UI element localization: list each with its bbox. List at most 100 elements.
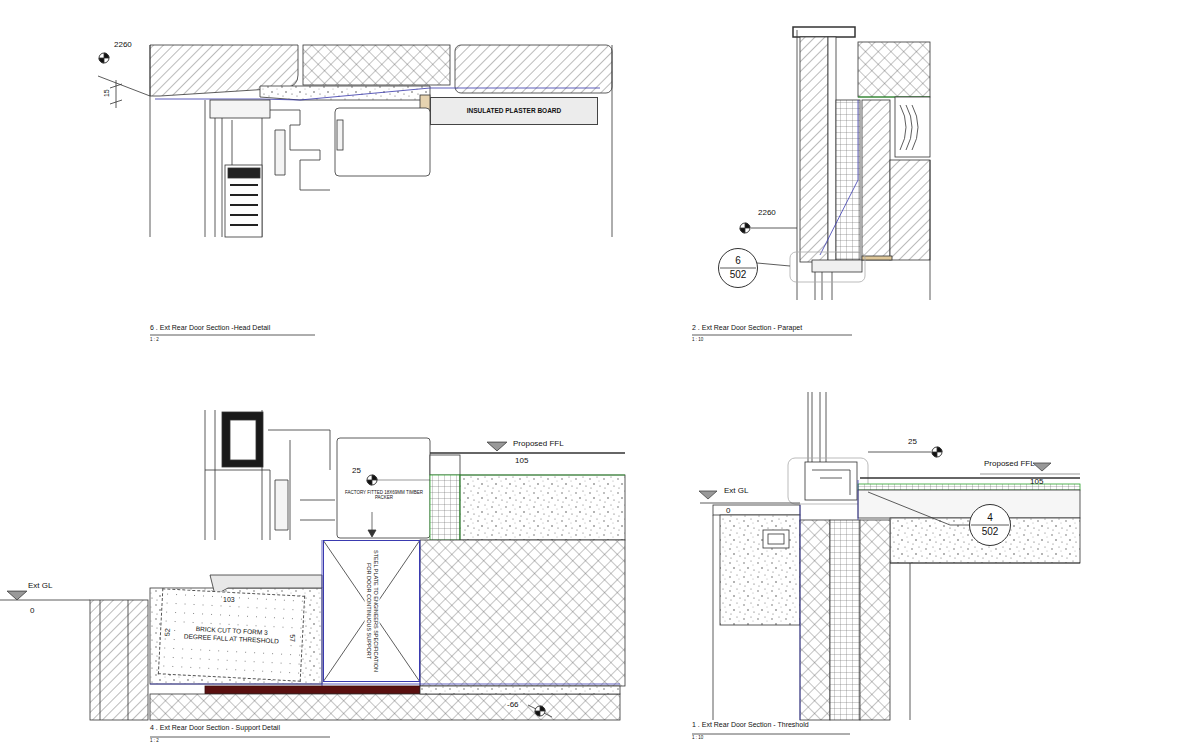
threshold-detail-part [980,474,1080,475]
parapet-detail-part [740,223,750,233]
parapet-detail-part [895,97,930,157]
support-detail-part [430,452,625,454]
material-box: INSULATED PLASTER BOARD [430,97,598,125]
support-detail-part [90,600,148,720]
head-detail-part [455,45,612,93]
dimension: 52 [163,627,172,637]
support-detail-part [337,438,430,538]
threshold-detail-part [808,392,826,462]
support-detail-part [205,686,420,694]
callout-number: 502 [719,269,757,286]
threshold-detail-part [713,515,1080,720]
parapet-detail-part [692,335,852,336]
threshold-detail-part [788,458,868,504]
callout-number: 4 [970,506,1010,524]
threshold-detail-part [699,491,717,499]
level-value: 25 [352,466,361,476]
dimension: 103 [222,596,236,604]
support-detail-part [0,600,90,601]
note-text: FACTORY FITTED 18X69MM TIMBER PACKER [345,490,423,501]
dimension: 57 [287,633,296,643]
parapet-detail-part [820,100,858,255]
parapet-detail [692,27,930,335]
parapet-detail-part [836,100,860,260]
level-value: 2260 [758,208,776,218]
callout-number: 502 [970,526,1010,544]
note-text: BRICK CUT TO FORM 3 DEGREE FALL AT THRES… [179,623,285,646]
note-text: INSULATED PLASTER BOARD [467,107,562,115]
head-detail [98,45,612,335]
support-detail-part [275,480,288,530]
parapet-detail-part [828,37,836,262]
level-value: 0 [30,606,34,616]
head-detail-part [215,118,262,237]
level-value: 0 [726,506,730,516]
support-detail-part [7,591,27,600]
support-detail [0,410,625,737]
level-name: Proposed FFL [984,459,1035,469]
head-detail-part [225,165,262,237]
level-name: Ext GL [724,486,748,496]
support-detail-part [460,475,625,540]
parapet-detail-part [751,228,797,229]
note-text: STEEL PLATE TO ENGINEERS SPECIFICATION F… [364,548,379,674]
head-detail-part [99,53,109,63]
head-detail-part [260,86,430,100]
callout-divider [720,268,756,269]
scale: 1 : 2 [150,738,159,743]
parapet-detail-part [812,260,862,272]
head-detail-part [337,120,343,150]
level-value: 25 [908,437,917,447]
caption: 6 . Ext Rear Door Section -Head Detail [150,324,270,332]
scale: 1 : 2 [150,337,159,342]
support-detail-part [372,480,430,481]
scale: 1 : 10 [692,337,703,342]
callout-number: 6 [719,250,757,267]
support-detail-part [222,412,263,467]
head-detail-part [275,130,285,175]
threshold-detail-part [830,520,860,720]
threshold-detail-part [860,520,890,720]
threshold-detail [692,392,1080,734]
threshold-detail-part [868,492,969,525]
steel-plate-box: STEEL PLATE TO ENGINEERS SPECIFICATION F… [323,540,420,682]
parapet-detail-part [815,272,832,300]
support-detail-part [205,430,335,540]
support-detail-part [150,588,322,684]
threshold-detail-part [1033,463,1051,471]
support-detail-part [230,420,256,460]
support-detail-part [368,530,376,537]
threshold-detail-part [692,734,850,735]
parapet-detail-part [930,160,931,300]
caption: 2 . Ext Rear Door Section - Parapet [692,324,802,332]
threshold-detail-part [868,452,931,453]
threshold-detail-part [720,515,800,625]
head-detail-part [205,100,206,237]
threshold-detail-part [763,530,789,548]
head-detail-part [150,45,151,237]
head-detail-part [228,168,260,178]
head-detail-part [335,108,430,176]
parapet-detail-part [797,30,798,300]
head-detail-part [612,45,613,237]
support-detail-part [430,475,460,540]
threshold-detail-part [805,462,857,500]
support-detail-part [460,475,625,540]
level-value: 105 [515,456,528,466]
support-detail-part [420,540,625,686]
level-value: 105 [1030,477,1043,487]
level-value: -66 [506,700,520,710]
callout-divider [971,525,1009,526]
support-detail-part [430,455,460,475]
support-detail-part [100,600,128,720]
threshold-detail-part [768,534,784,544]
head-detail-part [270,110,330,190]
threshold-detail-part [858,484,1080,490]
head-detail-part [110,80,122,108]
dimension: 15 [103,89,111,97]
level-name: Ext GL [28,581,52,591]
support-detail-part [535,706,545,716]
head-detail-part [210,100,270,118]
support-detail-part [323,540,420,682]
level-name: Proposed FFL [513,439,564,449]
